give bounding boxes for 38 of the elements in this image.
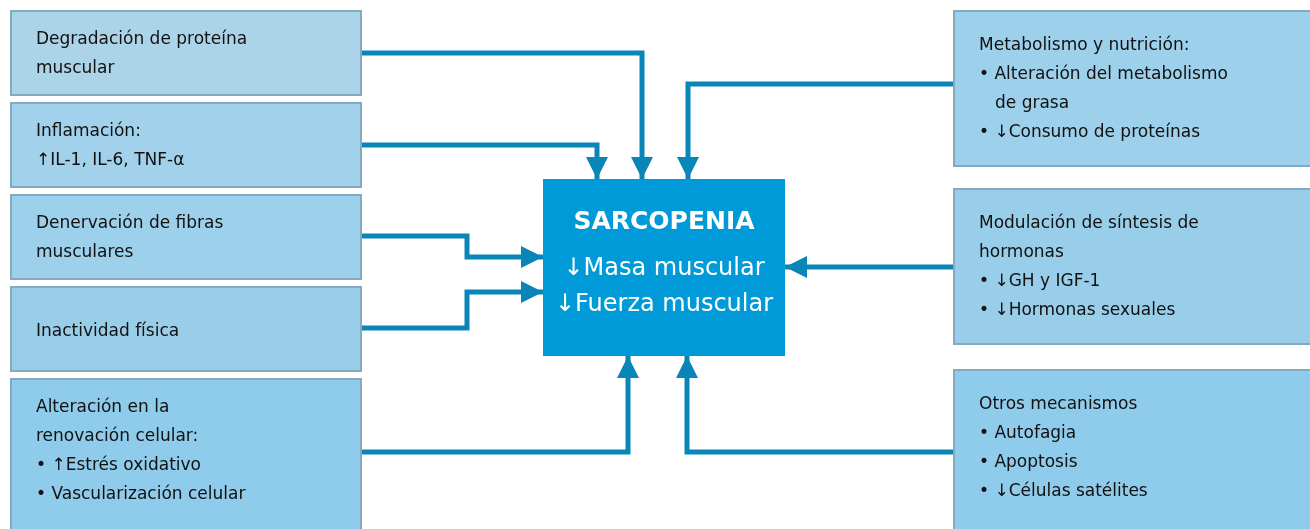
box-text: • Vascularización celular [36,482,247,505]
arrow [362,50,653,179]
factor-box [10,194,362,280]
arrow [362,281,543,331]
central-box [543,179,785,356]
box-text: • ↓Consumo de proteínas [979,120,1202,143]
box-text: • Autofagia [979,421,1078,444]
arrow [362,142,608,179]
box-text: • ↓GH y IGF-1 [979,269,1102,292]
arrow [676,356,953,455]
box-text: ↑IL-1, IL-6, TNF-α [36,148,186,171]
arrow [677,81,953,179]
factor-box [10,378,362,529]
box-heading: Inflamación: [36,119,142,142]
factor-box [10,286,362,372]
box-heading: Metabolismo y nutrición: [979,33,1191,56]
box-text: ↓Masa muscular [562,252,766,283]
box-heading: Alteración en la renovación celular: [36,395,200,447]
factor-box [10,10,362,96]
box-heading: Modulación de síntesis de hormonas [979,211,1200,263]
factor-box [953,188,1310,345]
box-text: • ↓Hormonas sexuales [979,298,1177,321]
arrow [785,256,953,278]
box-text: ↓Fuerza muscular [553,288,775,319]
box-text: • ↑Estrés oxidativo [36,453,202,476]
box-heading: Otros mecanismos [979,392,1139,415]
factor-box [953,10,1310,167]
box-heading: Degradación de proteína muscular [36,27,249,79]
arrow [362,356,639,455]
box-text: • Apoptosis [979,450,1079,473]
box-heading: SARCOPENIA [572,205,756,237]
box-heading: Inactividad física [36,319,181,342]
factor-box [10,102,362,188]
box-text: • ↓Células satélites [979,479,1149,502]
box-text: • Alteración del metabolismo de grasa [979,62,1229,114]
factor-box [953,369,1310,529]
box-heading: Denervación de fibras musculares [36,211,225,263]
arrow [362,233,543,268]
